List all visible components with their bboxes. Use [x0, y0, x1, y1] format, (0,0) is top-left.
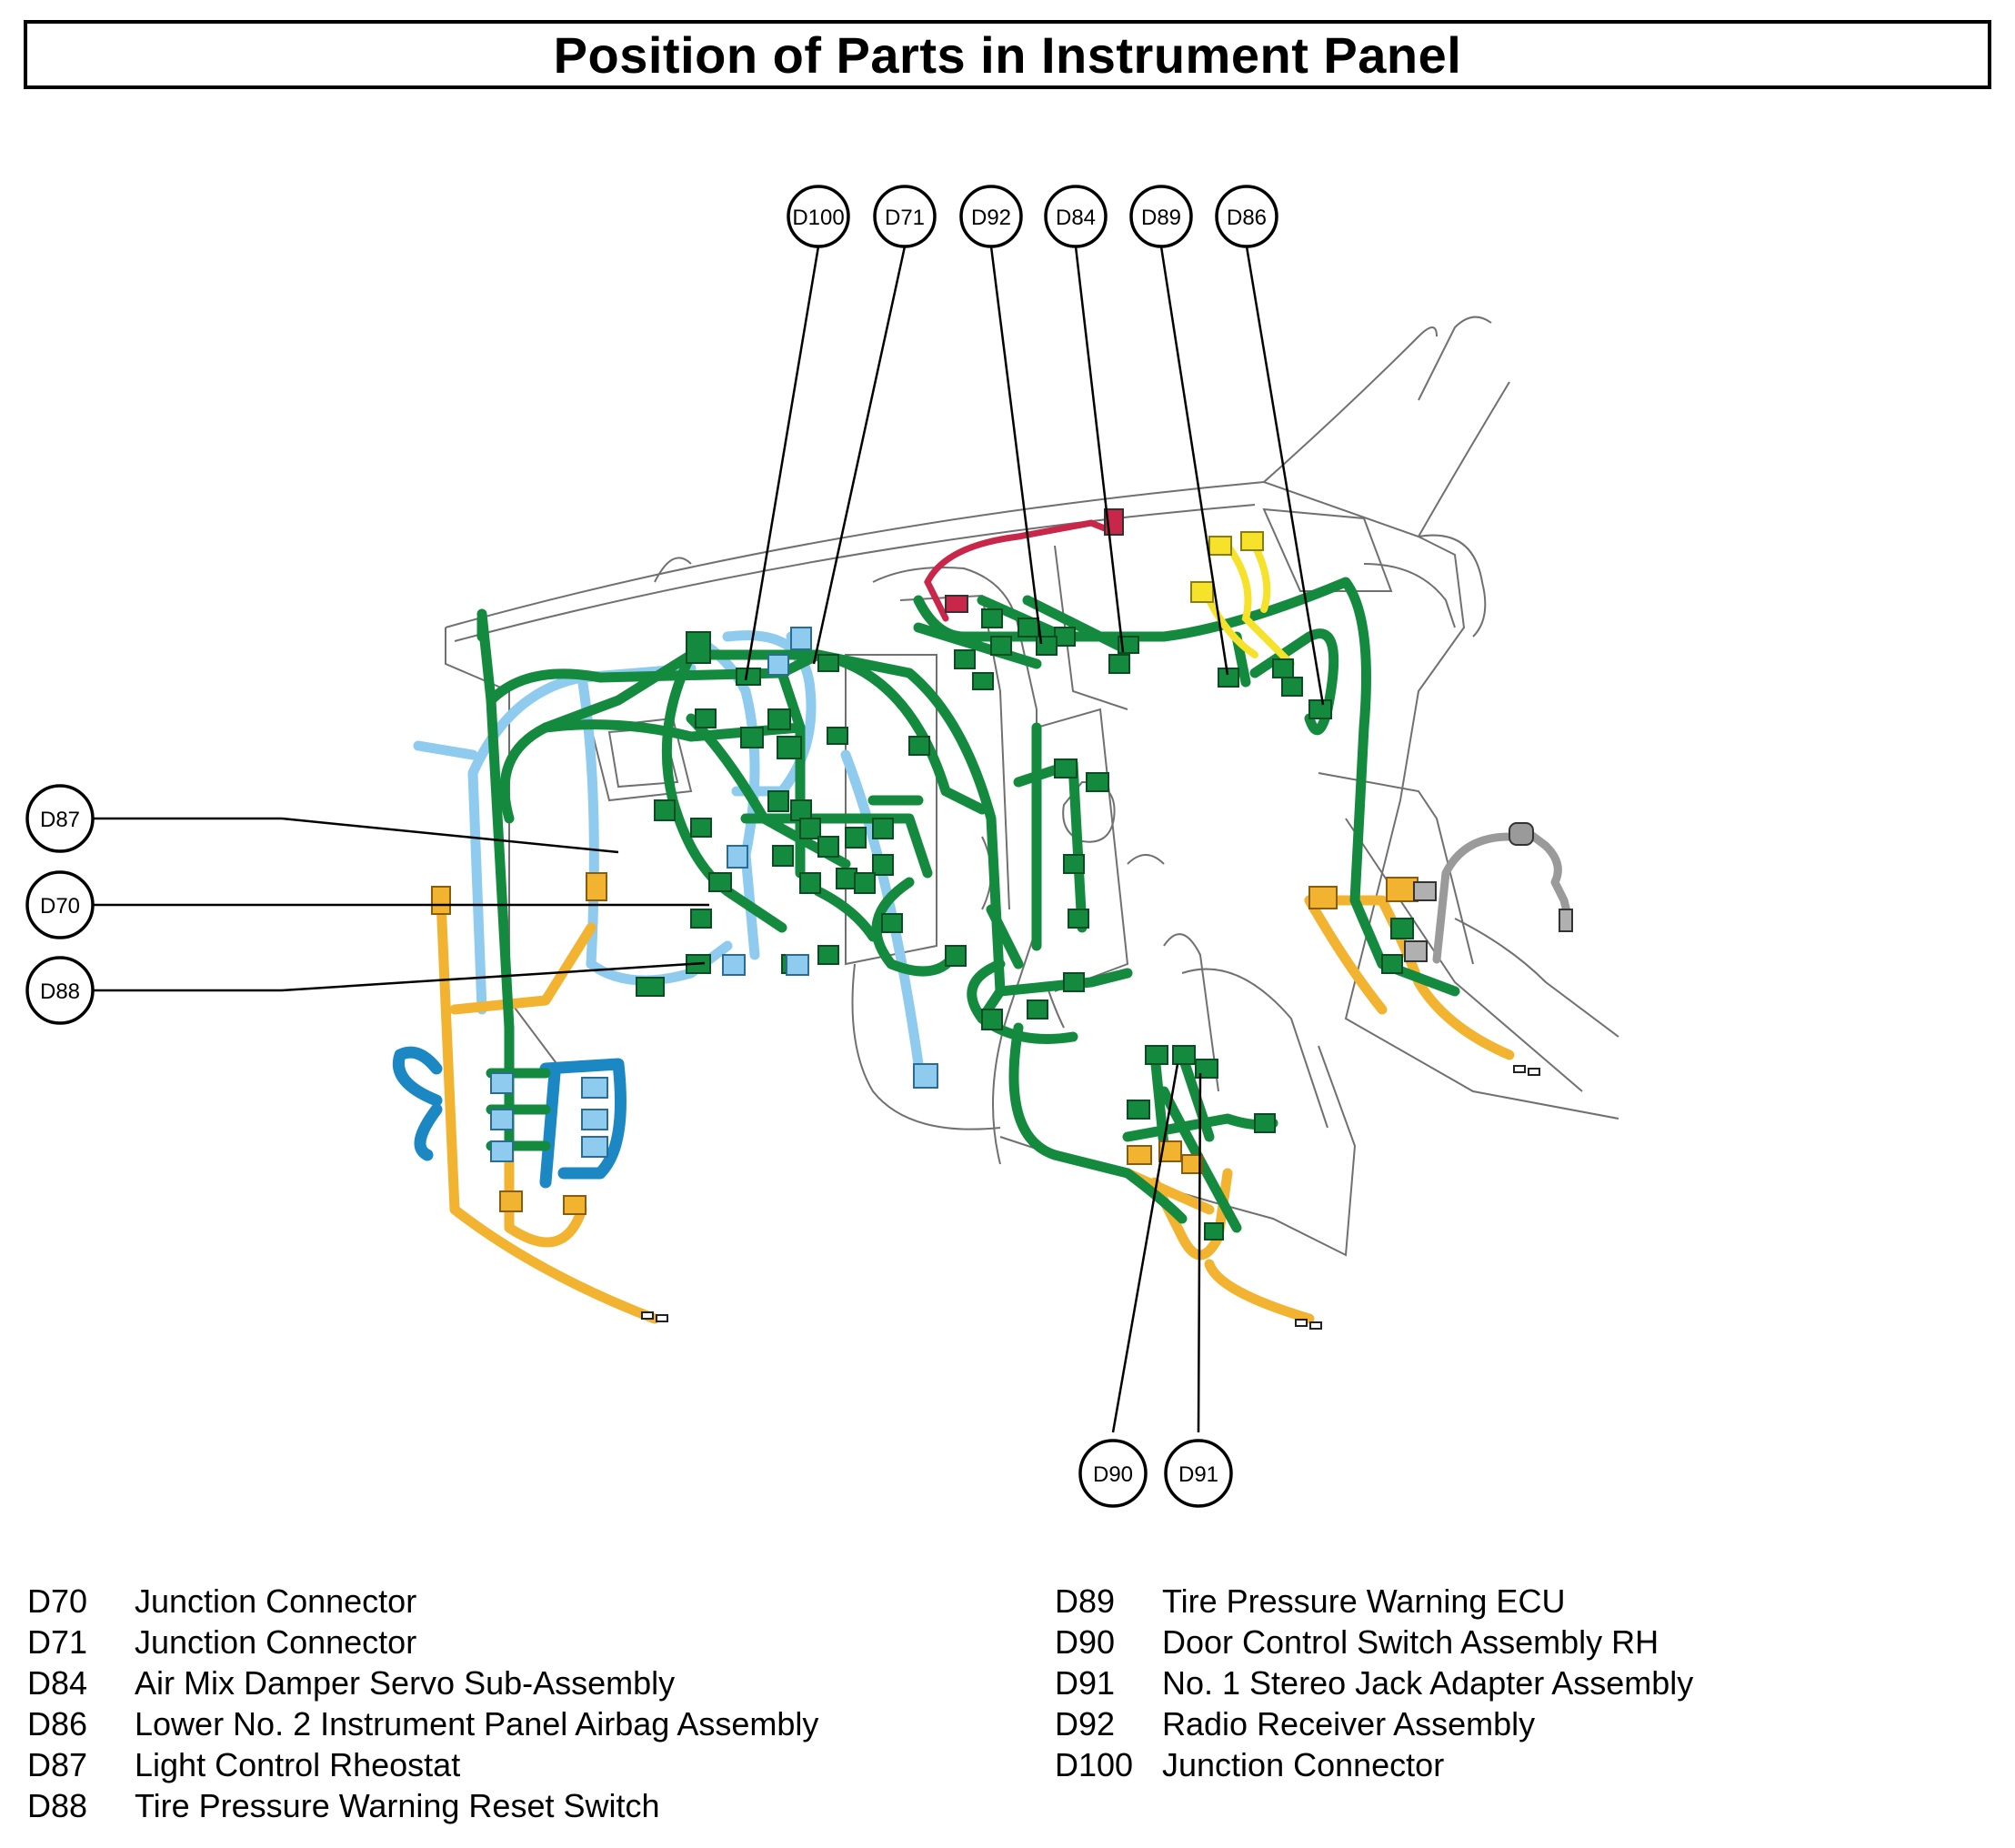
legend-code: D88: [27, 1787, 88, 1824]
legend-name: Light Control Rheostat: [135, 1746, 461, 1783]
legend-code: D91: [1055, 1664, 1116, 1702]
callout-D86: D86: [1215, 185, 1278, 248]
legend-code: D71: [27, 1623, 88, 1661]
legend-code: D92: [1055, 1705, 1116, 1743]
callout-label: D100: [792, 206, 844, 230]
legend-code: D100: [1055, 1746, 1134, 1783]
callout-label: D91: [1178, 1462, 1218, 1487]
harness-red: [924, 519, 1118, 622]
legend-code: D70: [27, 1582, 88, 1620]
harness-dark-blue: [393, 1046, 627, 1189]
callout-D70: D70: [25, 870, 95, 939]
legend-row: D84 Air Mix Damper Servo Sub-Assembly: [27, 1662, 818, 1703]
legend-name: Junction Connector: [135, 1582, 417, 1620]
callout-D88: D88: [25, 956, 95, 1025]
legend-code: D86: [27, 1705, 88, 1743]
connectors-light-blue: [490, 627, 938, 1162]
legend-row: D87 Light Control Rheostat: [27, 1744, 818, 1785]
legend-name: No. 1 Stereo Jack Adapter Assembly: [1162, 1664, 1694, 1702]
legend-name: Door Control Switch Assembly RH: [1162, 1623, 1659, 1661]
legend-row: D88 Tire Pressure Warning Reset Switch: [27, 1785, 818, 1826]
legend-name: Junction Connector: [1162, 1746, 1445, 1783]
legend-right: D89 Tire Pressure Warning ECU D90 Door C…: [1055, 1581, 1693, 1785]
legend-row: D100 Junction Connector: [1055, 1744, 1693, 1785]
legend-code: D87: [27, 1746, 88, 1783]
callout-D84: D84: [1044, 185, 1108, 248]
legend-name: Tire Pressure Warning ECU: [1162, 1582, 1566, 1620]
callout-label: D87: [40, 808, 80, 832]
leader-lines: [94, 246, 1325, 1433]
instrument-panel-diagram: D100 D71 D92 D84 D89 D86 D87 D70 D88 D90…: [25, 185, 1619, 1508]
legend-name: Radio Receiver Assembly: [1162, 1705, 1536, 1743]
legend-name: Tire Pressure Warning Reset Switch: [135, 1787, 660, 1824]
callout-label: D84: [1056, 206, 1096, 230]
callout-label: D92: [971, 206, 1011, 230]
harness-yellow: [1206, 542, 1295, 668]
legend-name: Lower No. 2 Instrument Panel Airbag Asse…: [135, 1705, 819, 1743]
page-title: Position of Parts in Instrument Panel: [553, 25, 1462, 84]
callout-label: D88: [40, 979, 80, 1004]
legend-row: D86 Lower No. 2 Instrument Panel Airbag …: [27, 1703, 818, 1744]
callout-D89: D89: [1129, 185, 1193, 248]
legend-code: D84: [27, 1664, 88, 1702]
legend-row: D71 Junction Connector: [27, 1622, 818, 1662]
legend-row: D90 Door Control Switch Assembly RH: [1055, 1622, 1693, 1662]
callout-label: D70: [40, 894, 80, 919]
legend-row: D70 Junction Connector: [27, 1581, 818, 1622]
callout-label: D86: [1227, 206, 1267, 230]
legend-row: D91 No. 1 Stereo Jack Adapter Assembly: [1055, 1662, 1693, 1703]
legend-code: D90: [1055, 1623, 1116, 1661]
harness-tips: [641, 1065, 1540, 1330]
connectors-yellow: [1190, 531, 1264, 603]
callout-D92: D92: [959, 185, 1023, 248]
legend-name: Air Mix Damper Servo Sub-Assembly: [135, 1664, 676, 1702]
callout-D100: D100: [787, 185, 850, 248]
title-box: Position of Parts in Instrument Panel: [24, 20, 1991, 89]
callout-D91: D91: [1164, 1439, 1233, 1508]
callout-D90: D90: [1078, 1439, 1148, 1508]
connectors-orange: [431, 872, 1419, 1215]
dashboard-outline: [445, 316, 1619, 1257]
legend-left: D70 Junction Connector D71 Junction Conn…: [27, 1581, 818, 1826]
legend-name: Junction Connector: [135, 1623, 417, 1661]
legend-code: D89: [1055, 1582, 1116, 1620]
callout-D71: D71: [873, 185, 937, 248]
legend-row: D92 Radio Receiver Assembly: [1055, 1703, 1693, 1744]
legend-row: D89 Tire Pressure Warning ECU: [1055, 1581, 1693, 1622]
callout-D87: D87: [25, 784, 95, 853]
callout-label: D89: [1141, 206, 1181, 230]
callout-label: D71: [885, 206, 925, 230]
callout-label: D90: [1093, 1462, 1133, 1487]
